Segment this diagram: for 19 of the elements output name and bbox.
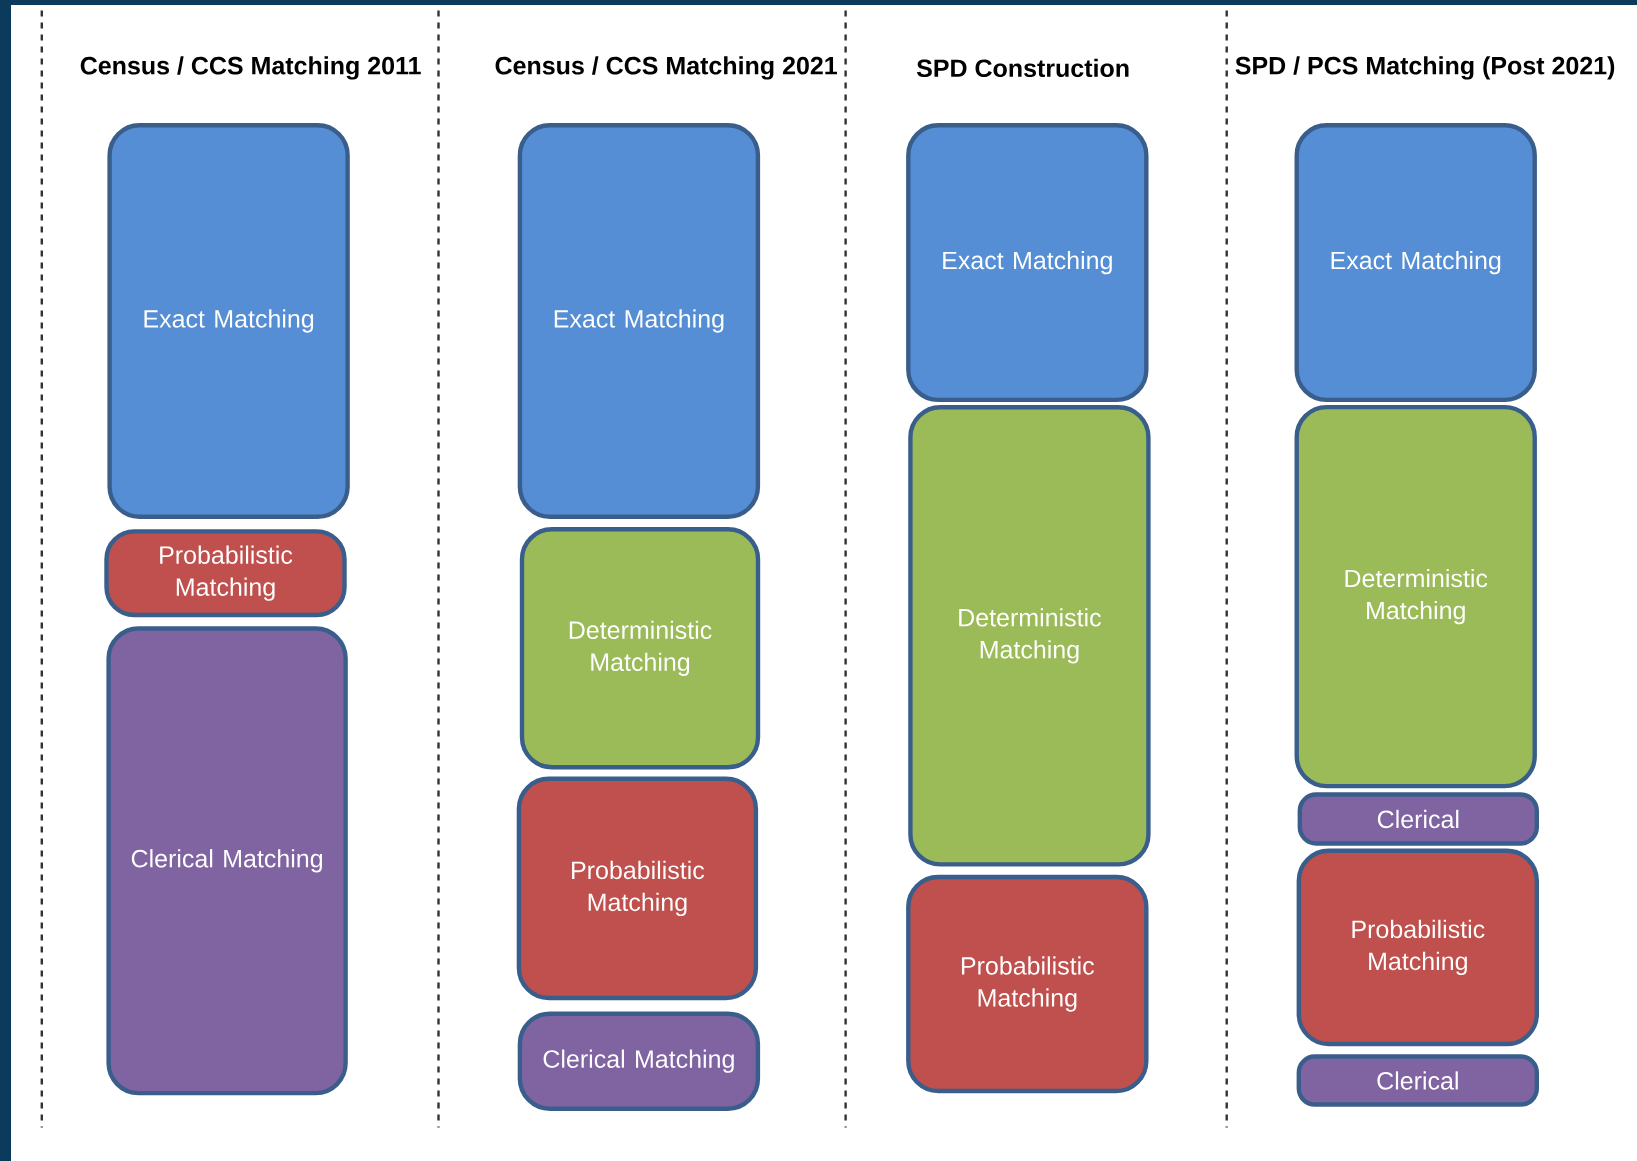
column-heading: SPD / PCS Matching (Post 2021) <box>1235 56 1615 80</box>
column-heading: SPD Construction <box>916 58 1129 78</box>
matching-box: Probabilistic Matching <box>906 874 1149 1094</box>
matching-box: Exact Matching <box>517 123 761 519</box>
matching-box: Deterministic Matching <box>519 527 761 770</box>
matching-box: Exact Matching <box>1294 123 1537 403</box>
matching-box: Deterministic Matching <box>1294 404 1537 789</box>
matching-box: Clerical <box>1297 792 1539 846</box>
matching-box: Exact Matching <box>906 123 1149 403</box>
matching-box: Clerical Matching <box>106 626 348 1096</box>
column-heading: Census / CCS Matching 2011 <box>80 56 421 80</box>
matching-box: Exact Matching <box>107 123 350 519</box>
matching-box: Probabilistic Matching <box>516 776 759 1001</box>
matching-box: Deterministic Matching <box>908 405 1151 867</box>
matching-box: Probabilistic Matching <box>104 529 347 618</box>
matching-box: Clerical Matching <box>517 1011 761 1111</box>
column-heading: Census / CCS Matching 2021 <box>495 56 837 80</box>
matching-box: Clerical <box>1296 1054 1539 1107</box>
matching-box: Probabilistic Matching <box>1296 848 1539 1047</box>
